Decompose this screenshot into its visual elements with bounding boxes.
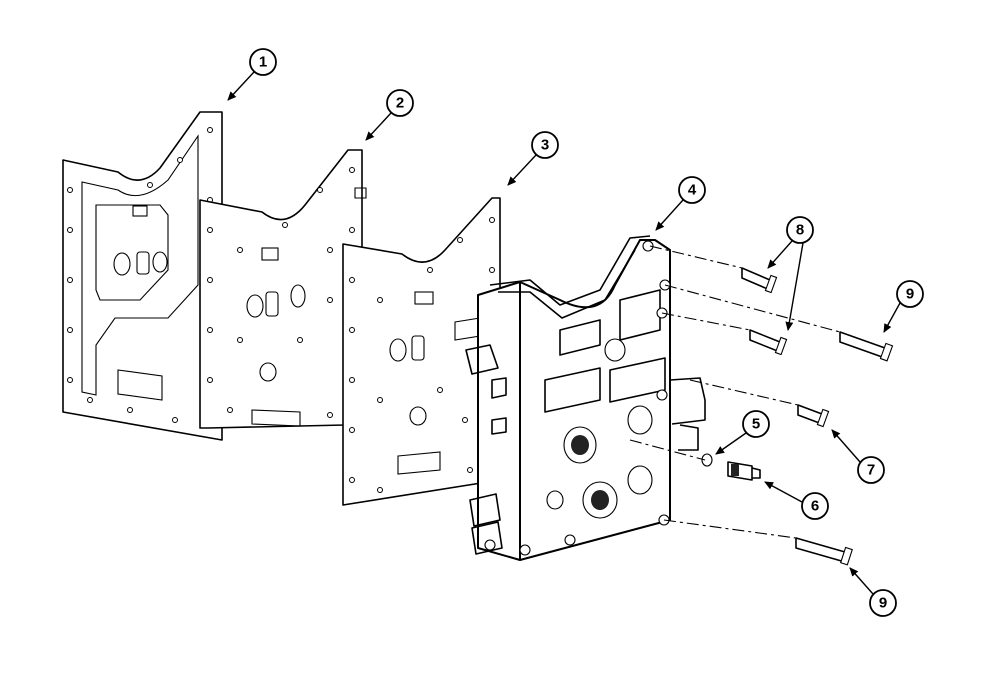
fitting-6 [727,461,761,481]
callout-6: 6 [764,481,829,520]
callout-4: 4 [655,176,706,231]
svg-text:3: 3 [541,137,549,154]
bolt-9-upper [839,331,894,362]
bolt-8-upper [741,267,778,294]
svg-text:7: 7 [867,462,875,479]
gasket-3 [342,197,501,506]
svg-text:5: 5 [752,416,760,433]
callout-9-lower: 9 [849,567,897,617]
svg-text:1: 1 [259,54,267,71]
callout-9-upper: 9 [883,280,924,333]
callout-7: 7 [831,429,885,484]
callout-3: 3 [507,131,559,186]
bolt-8-lower [749,329,788,356]
alignment-lines [629,245,841,539]
svg-text:4: 4 [688,182,697,199]
callout-1: 1 [227,48,277,101]
valve-body-4 [465,235,706,561]
svg-text:2: 2 [396,95,404,112]
bolt-7 [797,404,830,428]
gasket-1 [62,111,223,441]
callout-2: 2 [365,89,414,141]
bolt-9-lower [795,537,853,566]
svg-text:9: 9 [879,595,887,612]
callout-8: 8 [767,216,814,331]
separator-plate-2 [199,149,367,429]
svg-text:8: 8 [796,222,804,239]
svg-text:9: 9 [906,286,914,303]
callout-5: 5 [715,410,770,455]
seal-ring-5 [701,453,713,467]
svg-text:6: 6 [811,498,819,515]
